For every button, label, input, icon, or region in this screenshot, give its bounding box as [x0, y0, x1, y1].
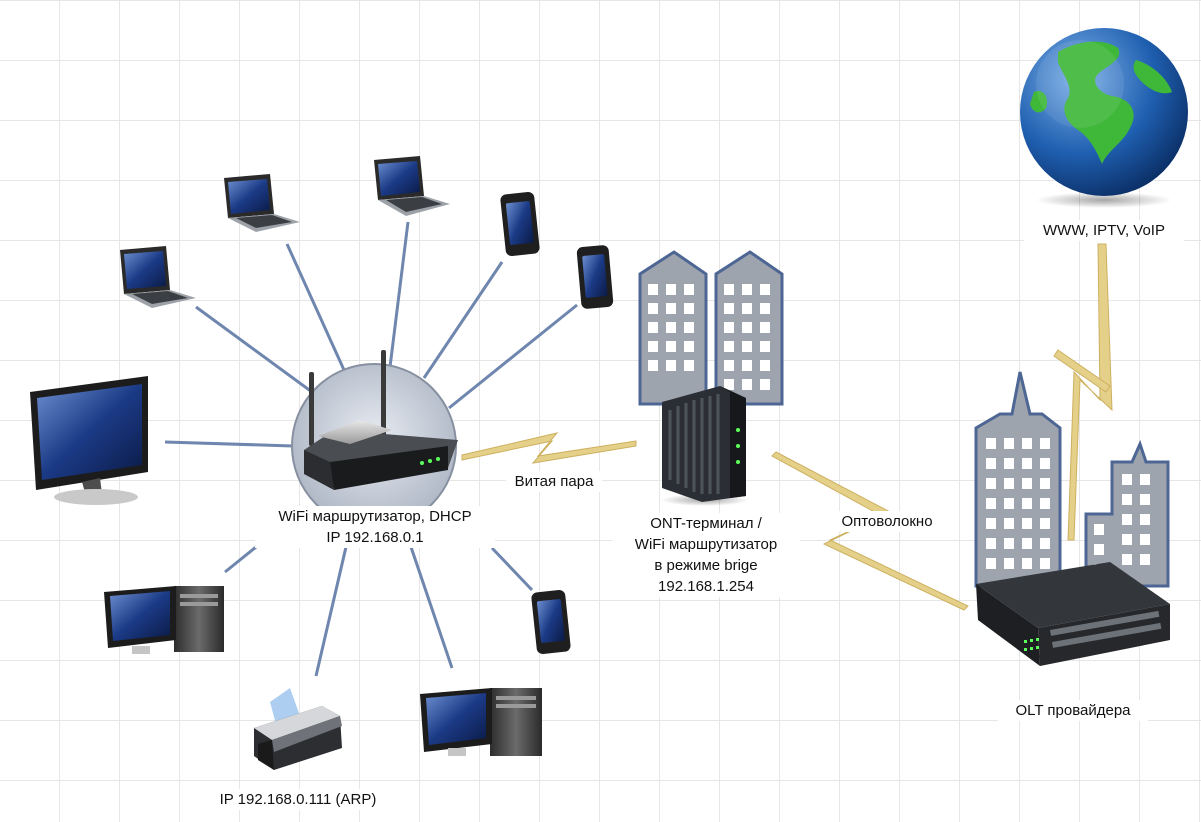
laptop-icon — [120, 246, 196, 308]
ont-label-line1: ONT-терминал / — [650, 515, 762, 532]
router-label: WiFi маршрутизатор, DHCP IP 192.168.0.1 — [255, 506, 495, 548]
internet-zigzag-2 — [1053, 349, 1111, 393]
ont-label: ONT-терминал / WiFi маршрутизатор в режи… — [612, 513, 800, 597]
link-desktop-2 — [409, 546, 454, 669]
wifi-router-icon — [291, 350, 458, 529]
olt-label: OLT провайдера — [998, 700, 1148, 721]
internet-label: WWW, IPTV, VoIP — [1024, 220, 1184, 241]
laptop-icon — [224, 174, 300, 232]
link-phone-1 — [422, 261, 504, 379]
internet-zigzag — [1067, 243, 1113, 541]
ont-label-line4: 192.168.1.254 — [658, 578, 754, 595]
ont-label-line3: в режиме brige — [654, 557, 758, 574]
buildings-olt — [974, 371, 1170, 588]
fiber-label: Оптоволокно — [832, 511, 942, 532]
ont-terminal-icon — [661, 386, 749, 506]
globe-icon — [1020, 28, 1188, 208]
printer-icon — [254, 688, 342, 770]
laptop-icon — [374, 156, 450, 216]
link-printer — [314, 546, 348, 677]
link-laptop-3 — [388, 221, 410, 368]
internet-text: WWW, IPTV, VoIP — [1043, 222, 1165, 239]
olt-text: OLT провайдера — [1015, 702, 1131, 719]
link-phone-2 — [448, 303, 578, 410]
monitor-icon — [30, 376, 148, 505]
twisted-pair-label: Витая пара — [506, 471, 602, 492]
ont-label-line2: WiFi маршрутизатор — [634, 536, 778, 553]
twisted-pair-zigzag — [461, 432, 637, 464]
link-monitor — [164, 440, 294, 448]
smartphone-icon — [531, 589, 571, 655]
router-label-line1: WiFi маршрутизатор, DHCP — [278, 508, 472, 525]
router-label-line2: IP 192.168.0.1 — [326, 529, 424, 546]
fiber-text: Оптоволокно — [841, 513, 933, 530]
printer-ip-text: IP 192.168.0.111 (ARP) — [219, 791, 377, 808]
buildings-ont — [638, 250, 784, 406]
smartphone-icon — [500, 191, 540, 257]
printer-ip-label: IP 192.168.0.111 (ARP) — [198, 789, 398, 810]
desktop-computer-icon — [420, 688, 542, 756]
olt-switch-icon — [976, 562, 1170, 666]
link-laptop-2 — [285, 243, 346, 371]
network-links — [164, 221, 578, 677]
link-laptop-1 — [195, 305, 313, 394]
smartphone-icon — [576, 245, 614, 309]
desktop-computer-icon — [104, 586, 224, 654]
link-phone-3 — [490, 546, 534, 592]
twisted-pair-text: Витая пара — [514, 473, 594, 490]
